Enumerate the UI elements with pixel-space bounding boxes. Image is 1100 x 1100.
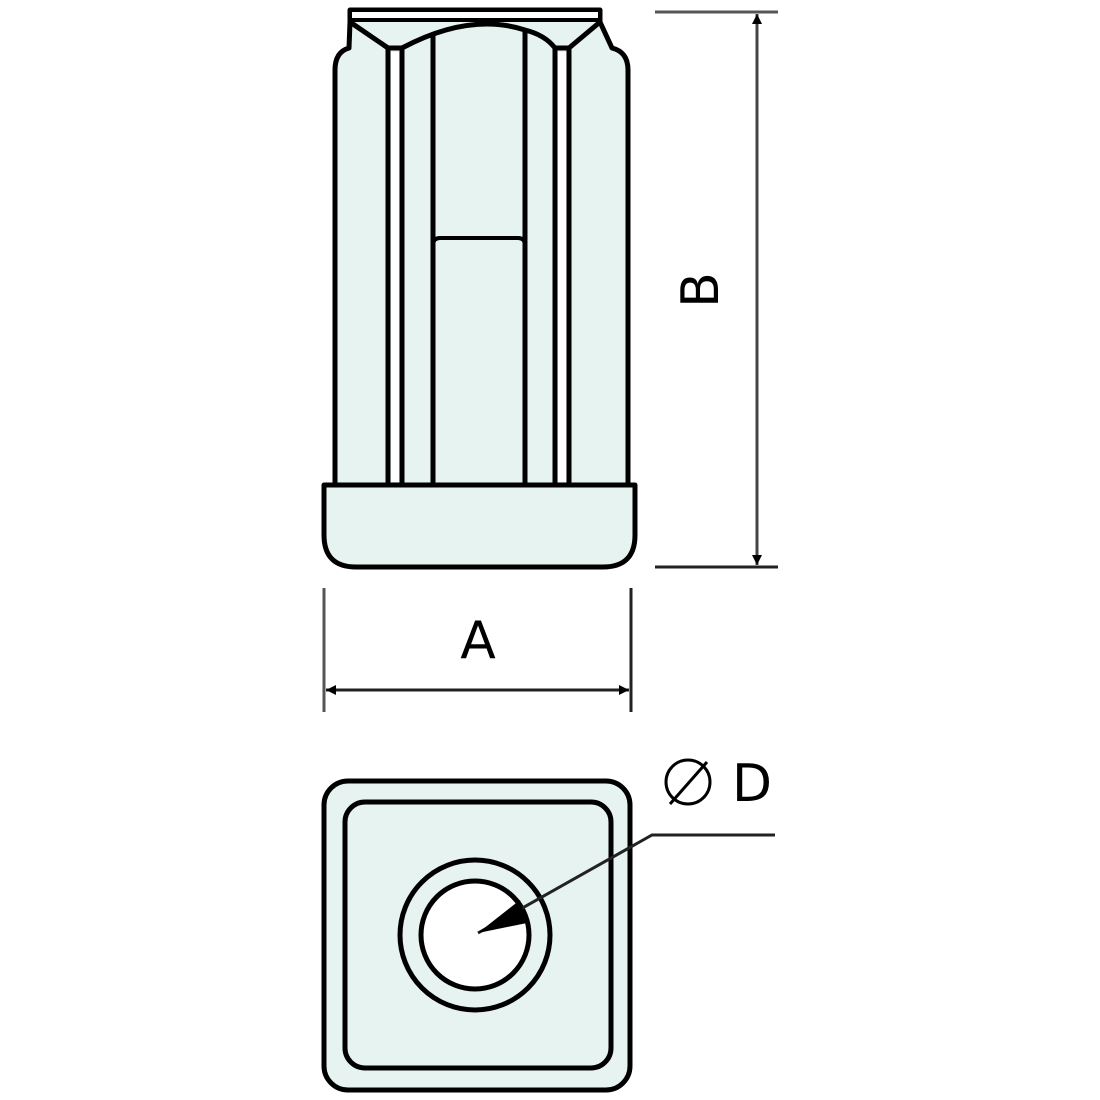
socket-hole <box>418 878 532 992</box>
center-arch <box>400 21 557 51</box>
label-b: B <box>671 272 731 308</box>
top-rim <box>348 8 602 22</box>
dimension-a: A <box>322 588 633 712</box>
diameter-symbol-icon <box>664 758 712 806</box>
dimension-d: D <box>477 754 775 935</box>
label-a: A <box>460 611 496 671</box>
center-window <box>431 236 527 246</box>
foot-cap <box>321 482 638 570</box>
rib-outer-right <box>566 20 602 485</box>
dimension-b: B <box>655 10 778 569</box>
insert-body-outline <box>332 7 631 488</box>
label-d: D <box>732 754 772 814</box>
bottom-view <box>321 778 633 1093</box>
side-view <box>321 7 638 570</box>
